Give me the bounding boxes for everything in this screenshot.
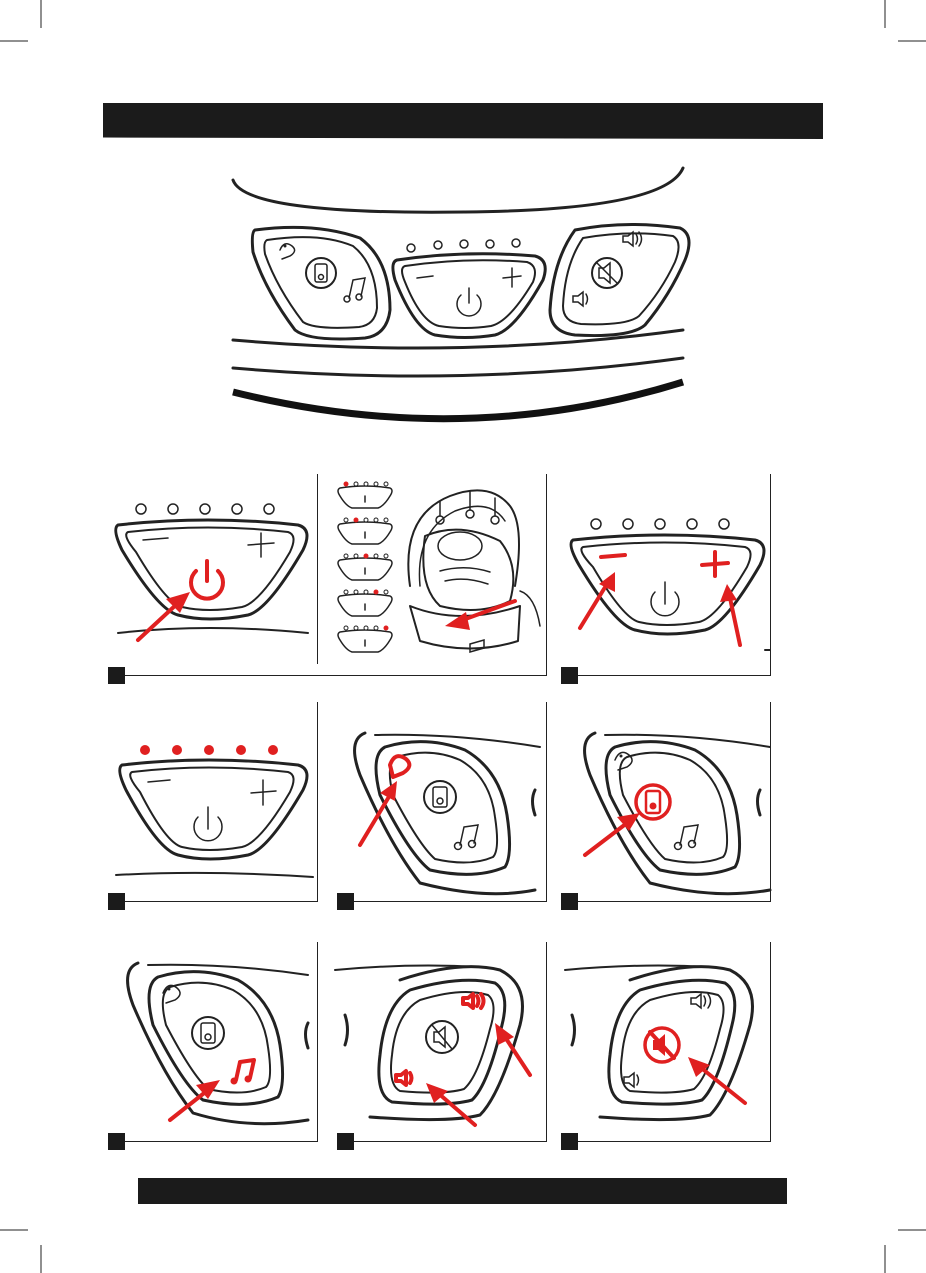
- step-8-marker: [337, 1133, 354, 1150]
- speed-leds: [407, 239, 520, 252]
- step-7-music-panel: [108, 945, 318, 1135]
- step-2-speed-panel: [330, 476, 545, 666]
- step-9-mute-panel: [560, 945, 775, 1135]
- music-note-icon: [344, 278, 365, 302]
- step-6-marker: [561, 893, 578, 910]
- header-bar: [103, 103, 823, 139]
- phone-icon: [306, 258, 336, 288]
- step-5-marker: [337, 893, 354, 910]
- step-5-bird-panel: [335, 705, 547, 900]
- step-4-marker: [108, 893, 125, 910]
- footer-bar: [138, 1178, 787, 1204]
- step-9-marker: [561, 1133, 578, 1150]
- step-6-phone-panel: [565, 705, 775, 900]
- mute-icon-highlighted: [645, 1028, 679, 1062]
- step-3-marker: [561, 667, 578, 684]
- led-stack: [338, 482, 392, 653]
- mute-icon: [592, 258, 622, 288]
- volume-down-icon-highlighted: [396, 1071, 412, 1085]
- bird-icon: [280, 244, 295, 259]
- center-button-pod: [393, 239, 545, 338]
- power-icon: [457, 288, 481, 316]
- step-8-volume-panel: [330, 945, 546, 1135]
- plus-icon: [503, 268, 521, 287]
- volume-up-icon-highlighted: [463, 994, 484, 1008]
- volume-down-icon: [573, 292, 588, 306]
- step-1-marker: [108, 667, 125, 684]
- step-7-marker: [108, 1133, 125, 1150]
- minus-icon: [417, 276, 433, 278]
- step-1-power-panel: [108, 495, 318, 645]
- baby-seat-illustration: [408, 490, 540, 652]
- right-button-pod: [550, 224, 689, 335]
- control-panel-illustration: [225, 160, 695, 440]
- step-3-minus-plus-panel: [565, 510, 770, 660]
- left-button-pod: [252, 227, 390, 339]
- step-4-all-leds-panel: [108, 735, 318, 885]
- music-icon-highlighted: [231, 1060, 255, 1085]
- bird-icon-highlighted: [390, 756, 409, 777]
